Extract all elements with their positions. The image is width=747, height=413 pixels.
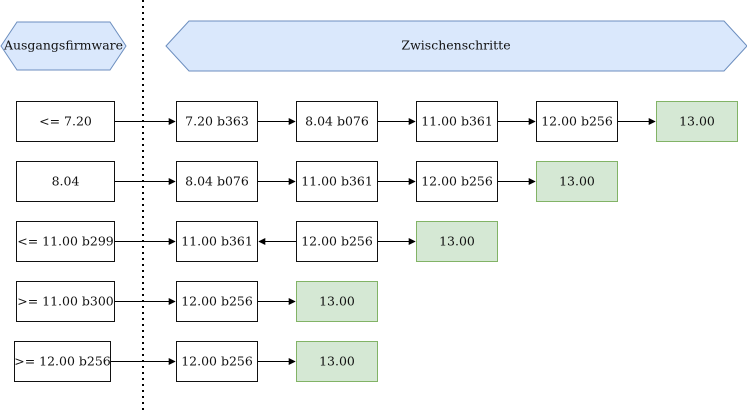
header-steps: Zwischenschritte [165, 20, 747, 72]
step-box-1-2-label: 8.04 b076 [305, 114, 369, 129]
step-box-2-2-label: 11.00 b361 [301, 174, 373, 189]
target-box-3-label: 13.00 [439, 234, 475, 249]
step-box-5-1: 12.00 b256 [176, 341, 258, 382]
source-box-1-label: <= 7.20 [39, 114, 92, 129]
source-box-5: >= 12.00 b256 [14, 341, 111, 382]
header-steps-label: Zwischenschritte [401, 38, 510, 53]
step-box-1-4: 12.00 b256 [536, 101, 618, 142]
target-box-5: 13.00 [296, 341, 378, 382]
target-box-3: 13.00 [416, 221, 498, 262]
target-box-1-label: 13.00 [679, 114, 715, 129]
step-box-2-2: 11.00 b361 [296, 161, 378, 202]
target-box-1: 13.00 [656, 101, 738, 142]
step-box-3-2-label: 12.00 b256 [301, 234, 373, 249]
source-box-5-label: >= 12.00 b256 [14, 354, 111, 369]
source-box-4-label: >= 11.00 b300 [17, 294, 114, 309]
step-box-1-3: 11.00 b361 [416, 101, 498, 142]
source-box-3: <= 11.00 b299 [16, 221, 115, 262]
step-box-4-1-label: 12.00 b256 [181, 294, 253, 309]
step-box-3-1: 11.00 b361 [176, 221, 258, 262]
step-box-1-3-label: 11.00 b361 [421, 114, 493, 129]
step-box-5-1-label: 12.00 b256 [181, 354, 253, 369]
step-box-2-1: 8.04 b076 [176, 161, 258, 202]
target-box-4: 13.00 [296, 281, 378, 322]
step-box-1-1-label: 7.20 b363 [185, 114, 249, 129]
step-box-2-3: 12.00 b256 [416, 161, 498, 202]
source-box-1: <= 7.20 [16, 101, 115, 142]
header-source-label: Ausgangsfirmware [3, 38, 123, 53]
step-box-2-3-label: 12.00 b256 [421, 174, 493, 189]
target-box-5-label: 13.00 [319, 354, 355, 369]
source-box-2-label: 8.04 [52, 174, 80, 189]
step-box-4-1: 12.00 b256 [176, 281, 258, 322]
target-box-4-label: 13.00 [319, 294, 355, 309]
target-box-2: 13.00 [536, 161, 618, 202]
source-box-3-label: <= 11.00 b299 [17, 234, 114, 249]
step-box-3-1-label: 11.00 b361 [181, 234, 253, 249]
step-box-2-1-label: 8.04 b076 [185, 174, 249, 189]
step-box-1-1: 7.20 b363 [176, 101, 258, 142]
source-box-2: 8.04 [16, 161, 115, 202]
target-box-2-label: 13.00 [559, 174, 595, 189]
step-box-3-2: 12.00 b256 [296, 221, 378, 262]
header-source: Ausgangsfirmware [0, 21, 127, 71]
step-box-1-4-label: 12.00 b256 [541, 114, 613, 129]
upgrade-rows: <= 7.20 7.20 b363 8.04 b076 11.00 b361 12.00… [14, 101, 738, 382]
step-box-1-2: 8.04 b076 [296, 101, 378, 142]
source-box-4: >= 11.00 b300 [16, 281, 115, 322]
